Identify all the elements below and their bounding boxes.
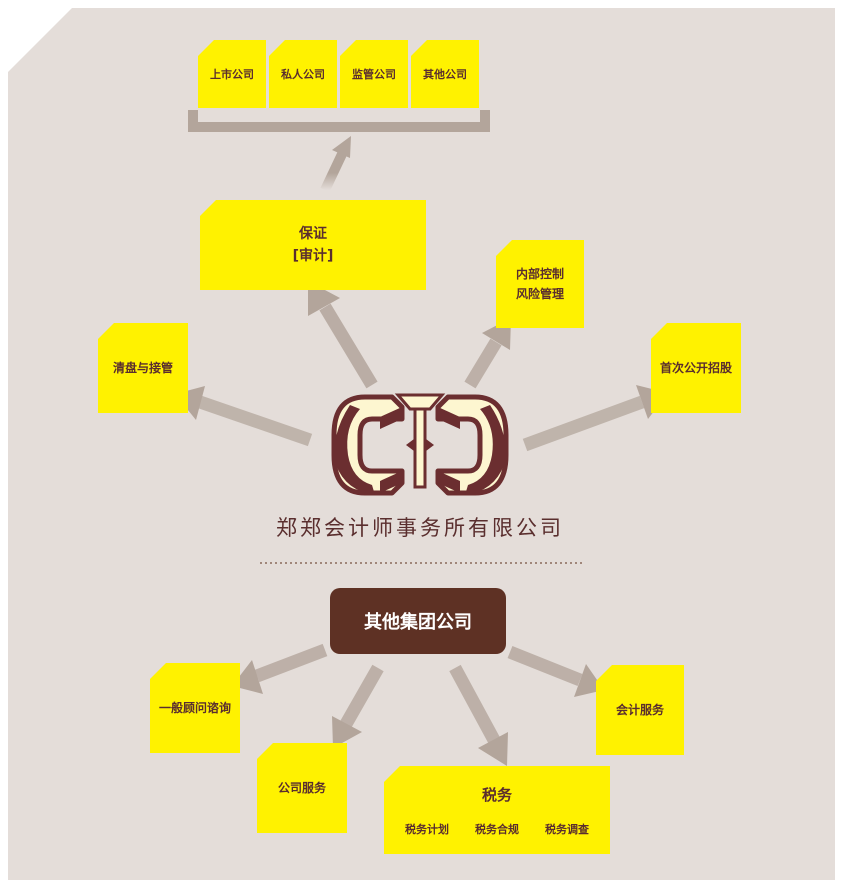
assurance-note: 保证 [审计] xyxy=(200,200,426,290)
internal-control-line2: 风险管理 xyxy=(515,287,564,301)
arrow-to-company-services xyxy=(332,664,384,748)
tax-item: 税务调查 xyxy=(545,822,589,836)
arrow-to-tax xyxy=(449,664,508,766)
ipo-note: 首次公开招股 xyxy=(651,323,741,413)
client-label: 私人公司 xyxy=(281,68,325,81)
consulting-note: 一般顾问谘询 xyxy=(150,663,240,753)
liquidation-label: 清盘与接管 xyxy=(112,361,173,375)
firm-name: 郑郑会计师事务所有限公司 xyxy=(276,516,564,540)
client-label: 监管公司 xyxy=(352,68,396,81)
accounting-services-label: 会计服务 xyxy=(615,703,664,717)
consulting-label: 一般顾问谘询 xyxy=(158,701,231,715)
client-shelf xyxy=(188,110,490,132)
liquidation-note: 清盘与接管 xyxy=(98,323,188,413)
client-private-company: 私人公司 xyxy=(269,40,337,108)
client-regulated-company: 监管公司 xyxy=(340,40,408,108)
tax-note: 税务 税务计划 税务合规 税务调查 xyxy=(384,766,610,854)
tax-item: 税务计划 xyxy=(405,822,449,836)
company-services-label: 公司服务 xyxy=(277,781,326,795)
ipo-label: 首次公开招股 xyxy=(659,361,732,375)
client-label: 其他公司 xyxy=(423,68,467,81)
assurance-title: 保证 xyxy=(299,226,327,242)
client-label: 上市公司 xyxy=(210,68,254,81)
assurance-subtitle: [审计] xyxy=(292,248,334,264)
other-group-companies-box: 其他集团公司 xyxy=(330,588,506,654)
internal-control-note: 内部控制 风险管理 xyxy=(496,240,584,328)
group-label: 其他集团公司 xyxy=(364,612,472,633)
arrow-to-clients xyxy=(320,136,351,193)
accounting-services-note: 会计服务 xyxy=(596,665,684,755)
tax-items: 税务计划 税务合规 税务调查 xyxy=(405,821,589,837)
client-listed-company: 上市公司 xyxy=(198,40,266,108)
client-other-company: 其他公司 xyxy=(411,40,479,108)
internal-control-line1: 内部控制 xyxy=(515,267,564,281)
tax-title: 税务 xyxy=(481,785,512,804)
tax-item: 税务合规 xyxy=(475,822,519,836)
firm-logo xyxy=(331,393,509,496)
company-services-note: 公司服务 xyxy=(257,743,347,833)
